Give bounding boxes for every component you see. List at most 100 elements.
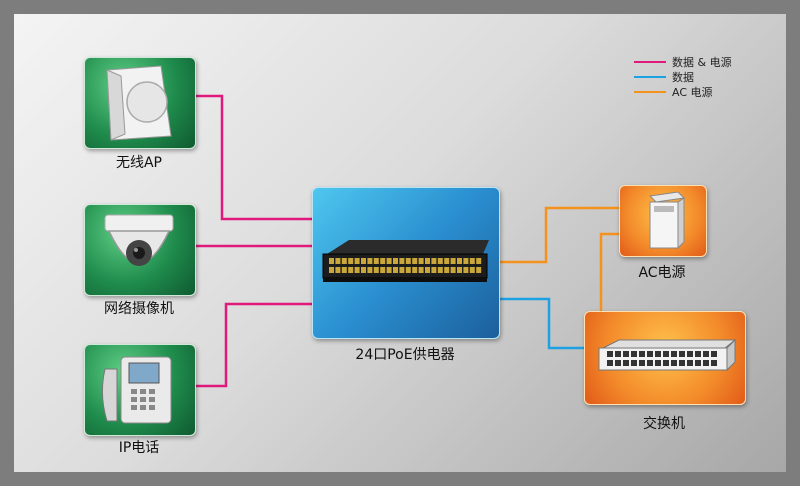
- camera-label: 网络摄像机: [104, 301, 174, 317]
- port: [647, 360, 653, 366]
- legend-item-data-power: 数据 & 电源: [634, 54, 732, 69]
- port: [361, 258, 366, 264]
- legend-label: 数据 & 电源: [672, 55, 732, 69]
- port: [329, 267, 334, 273]
- port: [412, 258, 418, 264]
- ac-power-box: [619, 185, 707, 257]
- legend-swatch: [634, 90, 666, 93]
- port: [425, 258, 430, 264]
- port: [469, 267, 475, 273]
- port: [335, 258, 341, 264]
- port: [695, 360, 701, 366]
- legend-swatch: [634, 60, 666, 63]
- wireless-ap-box: [84, 57, 196, 149]
- port: [607, 351, 613, 357]
- link-ap-to-injector: [182, 94, 314, 221]
- wireless-ap-label: 无线AP: [115, 155, 163, 171]
- port: [418, 267, 424, 273]
- port: [679, 351, 685, 357]
- switch-label: 交换机: [643, 416, 685, 432]
- link-injector-to-switch: [500, 297, 584, 350]
- port: [444, 267, 450, 273]
- port: [405, 267, 411, 273]
- ip-phone-label: IP电话: [118, 440, 160, 456]
- port: [329, 258, 334, 264]
- port: [631, 360, 637, 366]
- ac-power-label: AC电源: [638, 265, 686, 281]
- poe-injector-box: [312, 187, 500, 339]
- port: [418, 258, 424, 264]
- camera-box: [84, 204, 196, 296]
- port: [367, 267, 373, 273]
- port: [687, 351, 693, 357]
- port: [655, 360, 661, 366]
- port: [335, 267, 341, 273]
- port: [631, 351, 637, 357]
- port: [476, 267, 482, 273]
- switch-box: [584, 311, 746, 405]
- switch-icon: [598, 338, 737, 372]
- port: [444, 258, 450, 264]
- port: [463, 267, 469, 273]
- port: [639, 360, 645, 366]
- port: [437, 267, 443, 273]
- port: [457, 267, 462, 273]
- port: [386, 258, 392, 264]
- port: [671, 351, 677, 357]
- diagram-canvas: 数据 & 电源 数据 AC 电源 无线AP 网络摄像机: [14, 14, 786, 472]
- legend-item-data: 数据: [634, 69, 732, 84]
- link-ac-to-switch: [599, 232, 619, 312]
- legend-label: 数据: [672, 70, 694, 84]
- port: [469, 258, 475, 264]
- connection-lines: [182, 94, 619, 388]
- port: [393, 258, 398, 264]
- port: [373, 258, 379, 264]
- legend: 数据 & 电源 数据 AC 电源: [634, 54, 732, 99]
- port: [607, 360, 613, 366]
- port: [703, 360, 709, 366]
- port: [399, 267, 405, 273]
- link-injector-to-ac: [500, 206, 619, 264]
- port: [380, 258, 386, 264]
- legend-swatch: [634, 75, 666, 78]
- port: [354, 267, 360, 273]
- port: [341, 267, 347, 273]
- port: [623, 360, 629, 366]
- port: [663, 351, 669, 357]
- legend-item-ac-power: AC 电源: [634, 84, 732, 99]
- port: [348, 267, 354, 273]
- camera-icon: [104, 214, 174, 266]
- port: [386, 267, 392, 273]
- port: [437, 258, 443, 264]
- port: [615, 351, 621, 357]
- port: [476, 258, 482, 264]
- port: [711, 351, 717, 357]
- link-phone-to-injector: [182, 302, 314, 388]
- port: [393, 267, 398, 273]
- port: [431, 267, 437, 273]
- port: [367, 258, 373, 264]
- ac-power-icon: [648, 191, 686, 250]
- port: [341, 258, 347, 264]
- port: [348, 258, 354, 264]
- port: [615, 360, 621, 366]
- poe-injector-label: 24口PoE供电器: [355, 347, 455, 363]
- port: [655, 351, 661, 357]
- port: [463, 258, 469, 264]
- port: [405, 258, 411, 264]
- port: [431, 258, 437, 264]
- port: [663, 360, 669, 366]
- port: [671, 360, 677, 366]
- port: [450, 258, 456, 264]
- port: [623, 351, 629, 357]
- port: [695, 351, 701, 357]
- port: [687, 360, 693, 366]
- ip-phone-icon: [101, 356, 172, 424]
- port: [412, 267, 418, 273]
- port: [679, 360, 685, 366]
- port: [450, 267, 456, 273]
- port: [425, 267, 430, 273]
- port: [711, 360, 717, 366]
- port: [639, 351, 645, 357]
- port: [380, 267, 386, 273]
